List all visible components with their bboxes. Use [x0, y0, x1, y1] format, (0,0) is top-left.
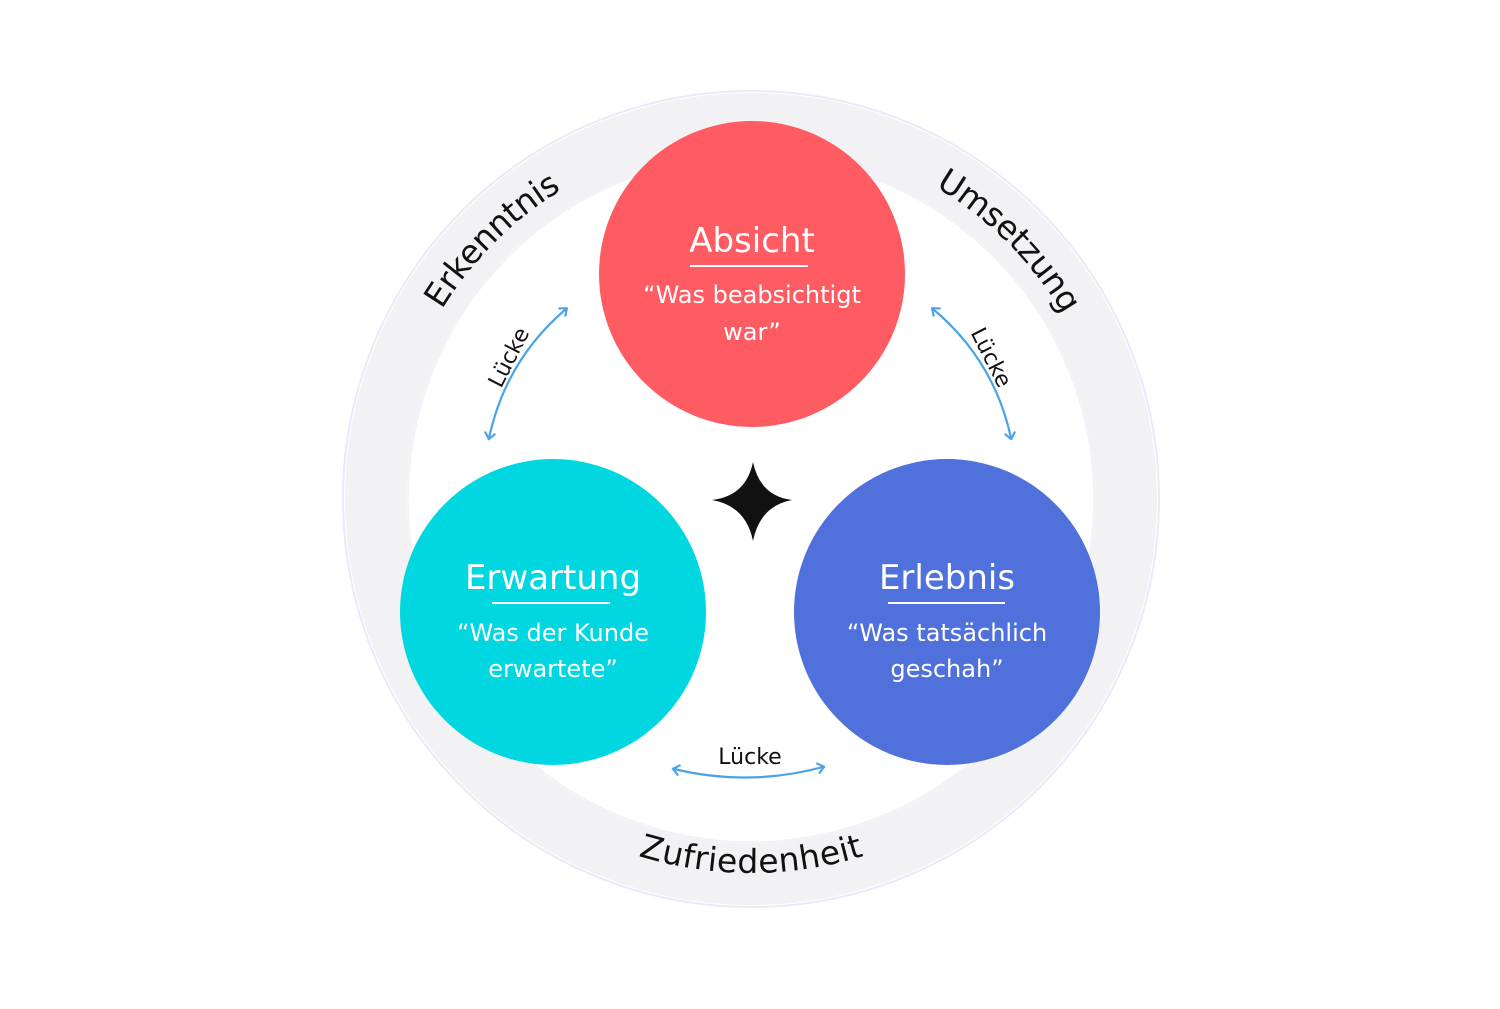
- circle-erwartung-quote-line2: erwartete”: [488, 655, 618, 683]
- circle-absicht-title: Absicht: [689, 221, 815, 261]
- circle-erlebnis-title: Erlebnis: [879, 558, 1015, 598]
- gap-label-bottom: Lücke: [718, 745, 781, 770]
- four-point-star-icon: [712, 462, 792, 541]
- circle-absicht-quote-line2: war”: [723, 318, 781, 346]
- gap-arrow-right: [930, 307, 1016, 441]
- circle-absicht-quote-line1: “Was beabsichtigt: [643, 281, 861, 309]
- gap-label-right: Lücke: [965, 324, 1016, 392]
- gap-arrow-bottom: [671, 762, 826, 779]
- gap-label-left: Lücke: [484, 324, 535, 392]
- circle-absicht-shape: [599, 121, 905, 427]
- circle-erwartung-title: Erwartung: [465, 558, 641, 598]
- ring-label-erkenntnis: Erkenntnis: [416, 164, 566, 314]
- circle-erlebnis: Erlebnis “Was tatsächlich geschah”: [794, 459, 1100, 765]
- circle-erlebnis-quote-line2: geschah”: [890, 655, 1003, 683]
- circle-erlebnis-shape: [794, 459, 1100, 765]
- circle-erwartung-shape: [400, 459, 706, 765]
- circle-absicht: Absicht “Was beabsichtigt war”: [599, 121, 905, 427]
- gap-arrow-left: [484, 307, 568, 441]
- outer-ring-edge: [342, 90, 1160, 908]
- circle-erwartung-quote-line1: “Was der Kunde: [457, 619, 649, 647]
- circle-erlebnis-quote-line1: “Was tatsächlich: [847, 619, 1047, 647]
- circle-erwartung: Erwartung “Was der Kunde erwartete”: [400, 459, 706, 765]
